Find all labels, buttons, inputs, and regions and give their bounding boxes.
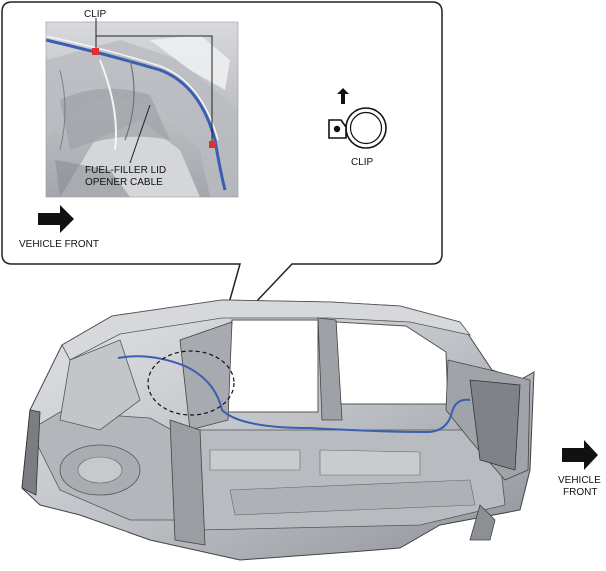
cable-label-line1: FUEL-FILLER LID xyxy=(85,165,167,176)
clip-top-label: CLIP xyxy=(84,9,107,20)
clip-marker-1 xyxy=(92,48,99,55)
main-front-arrow-icon xyxy=(562,440,598,470)
zoom-photo xyxy=(45,21,239,198)
clip-detail-label: CLIP xyxy=(351,157,374,168)
vehicle-body xyxy=(21,299,535,561)
opener-cable xyxy=(117,355,471,434)
cable-leader-line xyxy=(129,104,151,164)
clip-detail-icon xyxy=(328,88,387,149)
clip-marker-2 xyxy=(209,141,216,148)
main-vehicle-front-line2: FRONT xyxy=(563,487,598,498)
detail-area-circle xyxy=(147,350,235,416)
callout-vehicle-front-label: VEHICLE FRONT xyxy=(19,239,100,250)
cable-label-line2: OPENER CABLE xyxy=(85,177,163,188)
main-vehicle-front-line1: VEHICLE xyxy=(558,475,601,486)
callout-front-arrow-icon xyxy=(38,205,74,233)
clip-leader-lines xyxy=(95,18,213,145)
